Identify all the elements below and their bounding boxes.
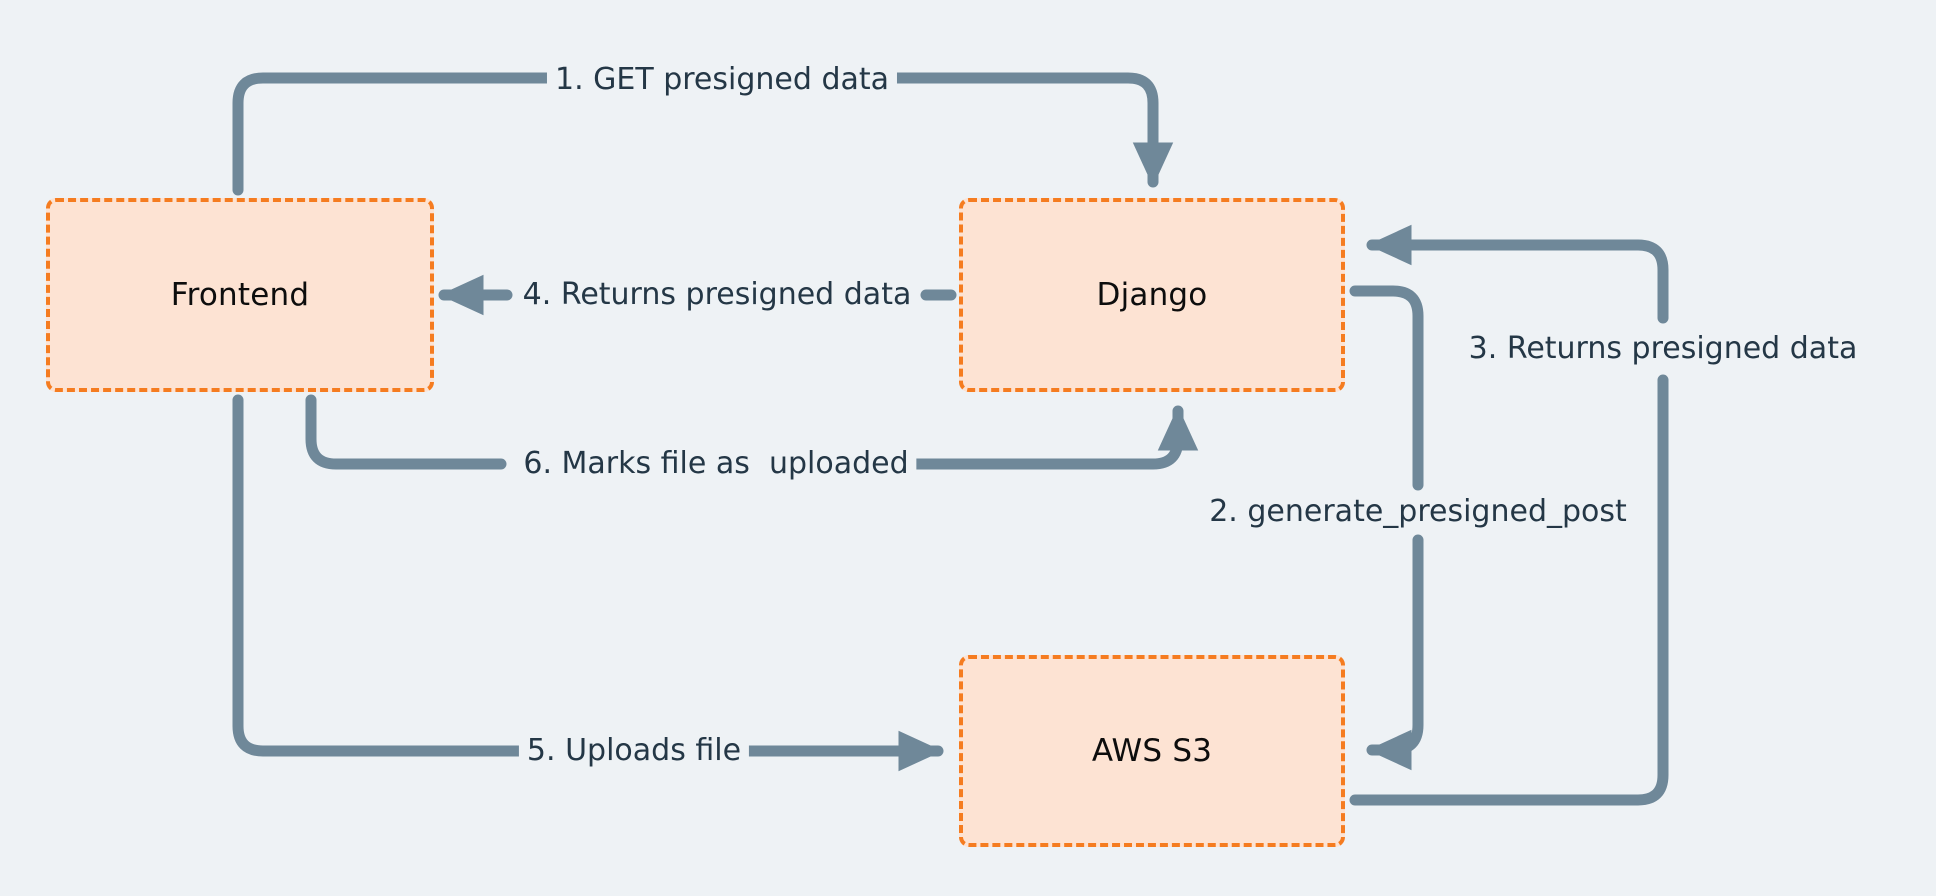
- edge-label-5: 5. Uploads file: [518, 732, 750, 770]
- edge-3-path: [1349, 224, 1669, 806]
- node-frontend[interactable]: Frontend: [46, 198, 434, 392]
- edge-label-2: 2. generate_presigned_post: [1201, 493, 1635, 531]
- edge-1-path: [232, 72, 1174, 196]
- edge-label-4: 4. Returns presigned data: [514, 276, 920, 314]
- edge-5-path: [232, 394, 944, 772]
- node-frontend-label: Frontend: [170, 277, 310, 313]
- node-aws-s3[interactable]: AWS S3: [959, 655, 1345, 847]
- node-django[interactable]: Django: [959, 198, 1345, 392]
- node-aws-s3-label: AWS S3: [1091, 733, 1213, 769]
- edge-2-path: [1349, 285, 1424, 771]
- edge-label-3: 3. Returns presigned data: [1460, 330, 1866, 368]
- edge-label-1: 1. GET presigned data: [546, 61, 898, 99]
- node-django-label: Django: [1096, 277, 1208, 313]
- edge-6-path: [305, 394, 1199, 470]
- edge-label-6: 6. Marks file as uploaded: [515, 445, 917, 483]
